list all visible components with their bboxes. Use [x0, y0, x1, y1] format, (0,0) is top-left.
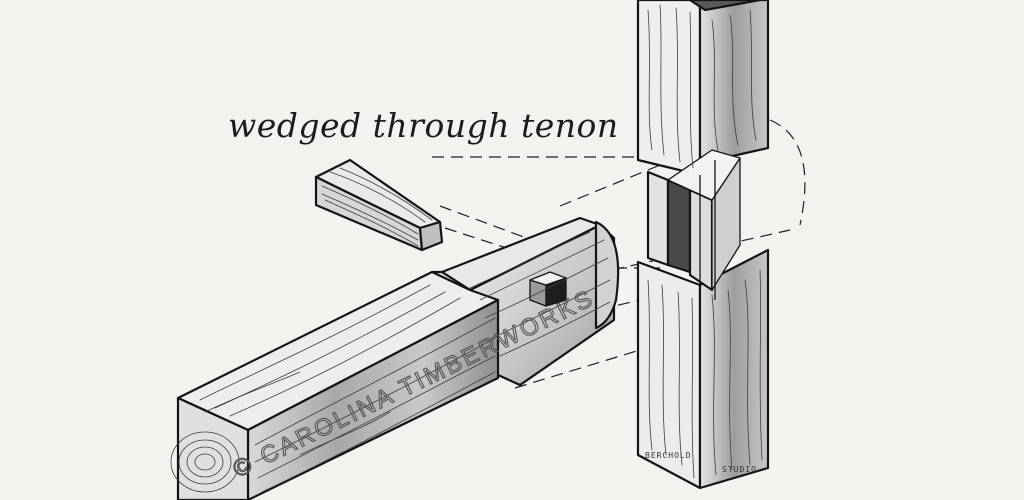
timber-beam: © CAROLINA TIMBERWORKS	[170, 216, 620, 500]
diagram-title: wedged through tenon	[228, 106, 619, 145]
signature-left: BERCHOLD	[645, 451, 692, 460]
timber-post	[636, 0, 770, 490]
wedge	[314, 158, 444, 252]
signature-right: STUDIO	[722, 465, 757, 474]
